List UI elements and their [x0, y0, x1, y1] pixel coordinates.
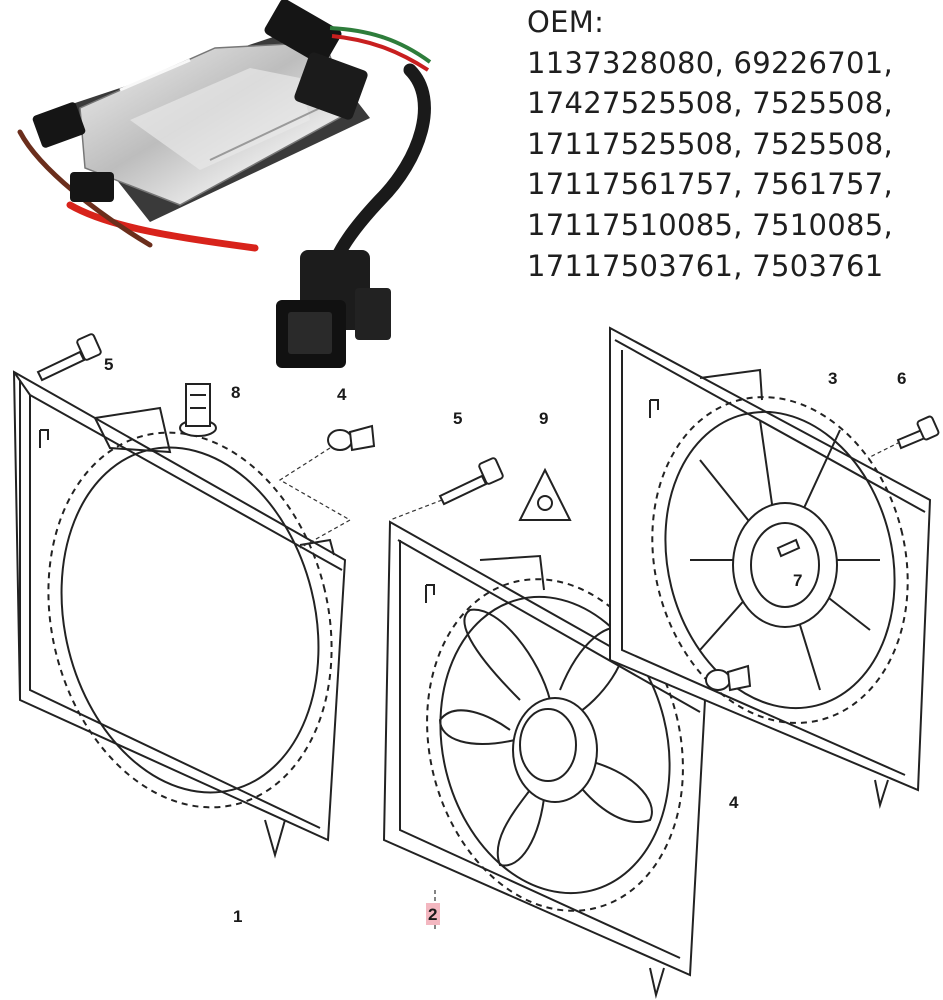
callout-2-highlight — [426, 903, 440, 925]
oem-line: 17117503761, 7503761 — [527, 248, 884, 283]
callout-4-right: 4 — [729, 793, 739, 812]
callout-2: 2 — [428, 905, 437, 924]
oem-line: 17117561757, 7561757, — [527, 167, 894, 202]
callout-5-mid: 5 — [453, 409, 462, 428]
callout-5-left: 5 — [104, 355, 113, 374]
callout-4-top: 4 — [337, 385, 347, 404]
oem-number-list: OEM: 1137328080, 69226701, 17427525508, … — [527, 2, 937, 286]
oem-line: 17117525508, 7525508, — [527, 126, 894, 161]
callout-1: 1 — [233, 907, 242, 926]
oem-line: 1137328080, 69226701, — [527, 45, 894, 80]
oem-heading: OEM: — [527, 5, 605, 39]
leader-lines — [278, 441, 901, 930]
callout-labels: 1 2 3 4 4 5 5 6 7 8 9 — [104, 355, 906, 926]
fan-shroud-frame-2 — [382, 520, 707, 999]
callout-9: 9 — [539, 409, 548, 428]
warning-label-part-9 — [518, 467, 572, 521]
fan-control-module-image — [17, 0, 432, 368]
oem-line: 17117510085, 7510085, — [527, 207, 894, 242]
callout-3: 3 — [828, 369, 837, 388]
clip-part-8 — [179, 383, 217, 437]
fan-shroud-frame-3 — [609, 326, 932, 809]
fan-shroud-frame-1 — [12, 370, 347, 859]
callout-8: 8 — [231, 383, 240, 402]
rivet-part-4-right — [705, 664, 752, 692]
screw-part-5-mid — [438, 457, 504, 506]
callout-6: 6 — [897, 369, 906, 388]
callout-7: 7 — [793, 571, 802, 590]
screw-part-7 — [776, 538, 801, 558]
oem-line: 17427525508, 7525508, — [527, 86, 894, 121]
rivet-part-4-left — [327, 424, 376, 452]
screw-part-6 — [896, 415, 940, 450]
screw-part-5-left — [36, 333, 102, 382]
